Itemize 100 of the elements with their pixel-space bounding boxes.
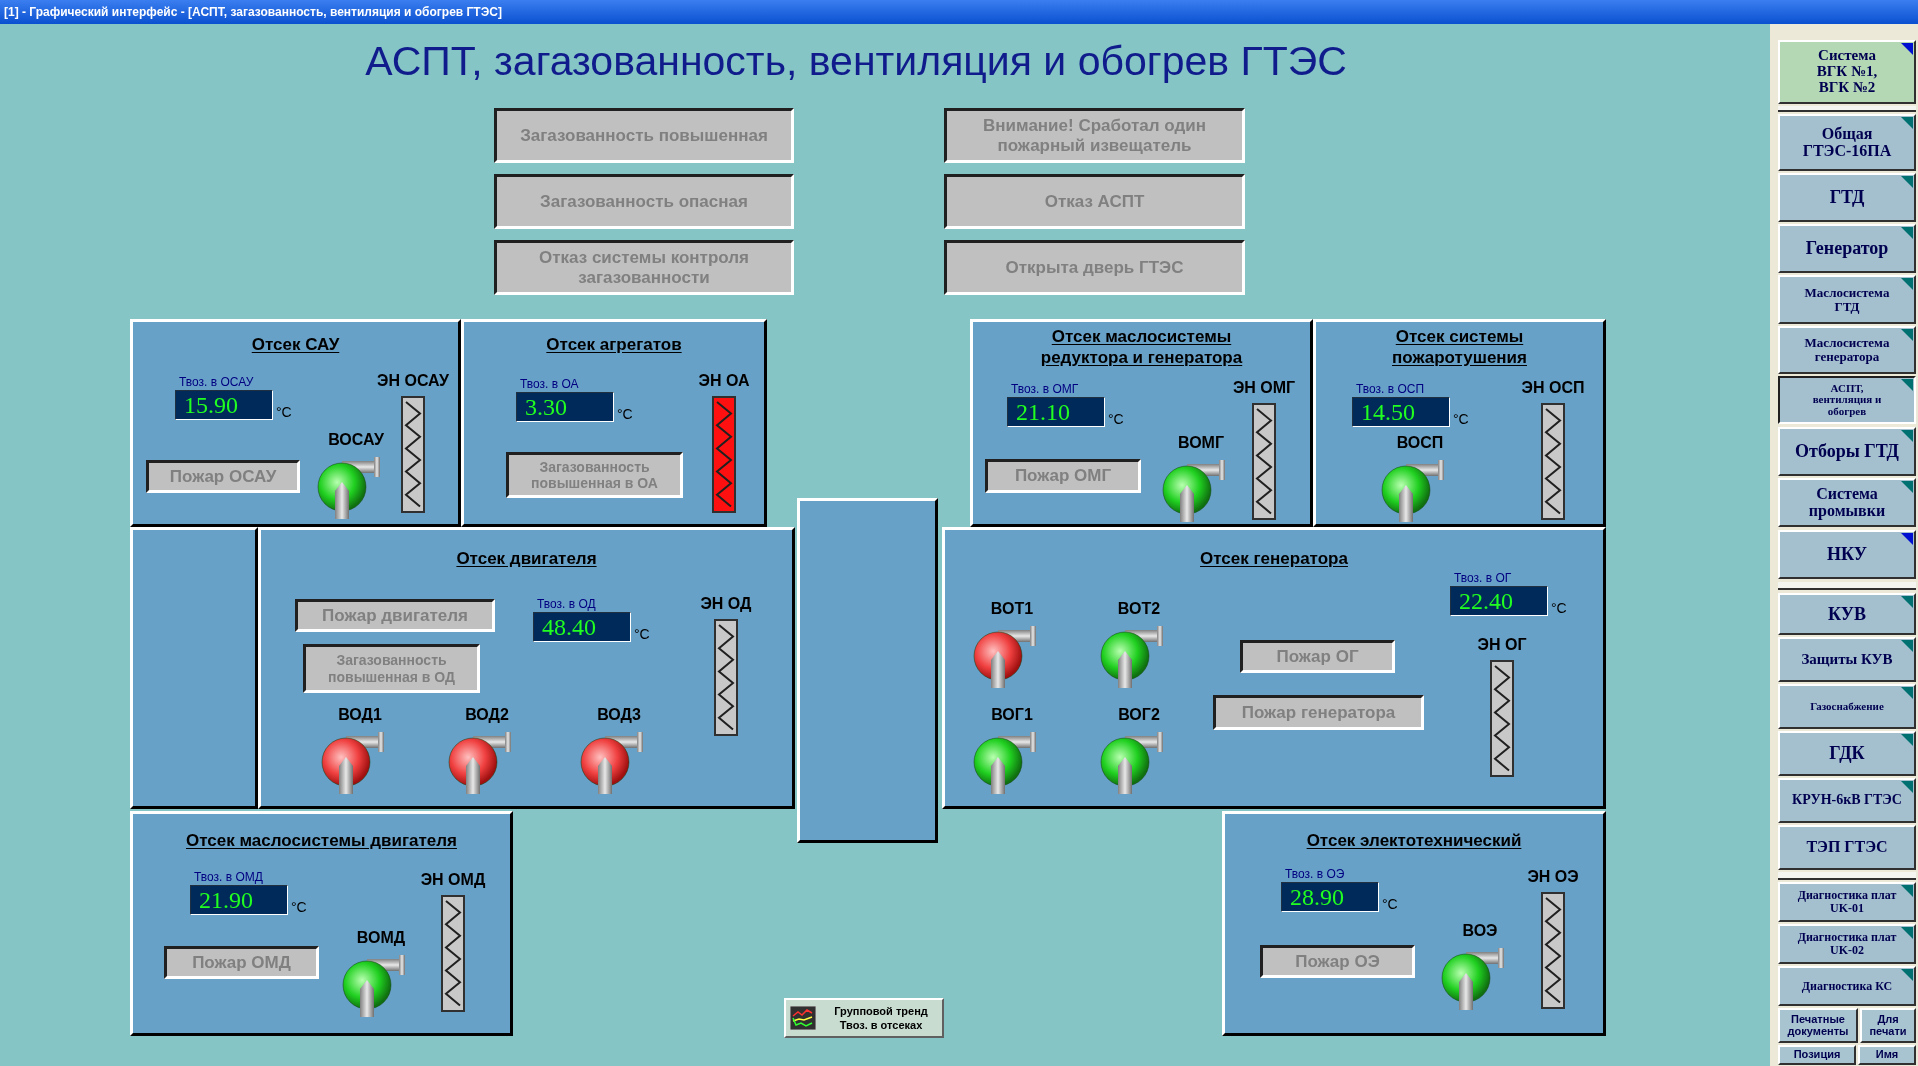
unit-label: °C	[276, 404, 292, 420]
fan-label: ВОМГ	[1178, 433, 1224, 453]
status-indicator: Пожар двигателя	[295, 599, 495, 632]
nav-button: НКУ	[1778, 530, 1916, 579]
empty-panel	[130, 527, 258, 809]
nav-button: АСПТ, вентиляция и обогрев	[1778, 376, 1916, 424]
status-indicator: Пожар ОЭ	[1260, 945, 1415, 978]
unit-label: °C	[291, 899, 307, 915]
trend-button: Групповой тренд Твоз. в отсеках	[784, 998, 944, 1038]
status-indicator: Внимание! Сработал один пожарный извещатель	[944, 108, 1245, 163]
temperature-label: Твоз. в ОЭ	[1285, 866, 1346, 882]
nav-button: Диагностика плат UK-02	[1778, 924, 1916, 964]
status-indicator: Загазованность повышенная в ОА	[506, 452, 683, 498]
temperature-label: Твоз. в ОГ	[1454, 570, 1513, 586]
fan-label: ВОЭ	[1462, 921, 1498, 941]
temperature-readout: 3.30	[516, 392, 614, 422]
compartment-panel	[130, 319, 461, 527]
temperature-readout: 22.40	[1450, 586, 1548, 616]
nav-button: КРУН-6кВ ГТЭС	[1778, 778, 1916, 823]
panel-title: Отсек системы пожаротушения	[1391, 326, 1528, 368]
temperature-label: Твоз. в ОА	[520, 376, 580, 392]
temperature-readout: 28.90	[1281, 882, 1379, 912]
status-indicator: Пожар ОМГ	[985, 459, 1141, 493]
temperature-readout: 15.90	[175, 390, 273, 420]
status-indicator: Пожар ОГ	[1240, 640, 1395, 673]
compartment-panel	[258, 527, 795, 809]
compartment-panel	[970, 319, 1313, 527]
nav-button: Система ВГК №1, ВГК №2	[1778, 40, 1916, 104]
nav-button: Печатные документы	[1778, 1008, 1858, 1043]
empty-panel	[797, 498, 938, 843]
window-title: [1] - Графический интерфейс - [АСПТ, загазованность, вентиляция и обогрев ГТЭС]	[4, 4, 502, 21]
fan-label: ВОСАУ	[328, 430, 384, 450]
fan-label: ВОМД	[356, 928, 406, 948]
heater-label: ЭН ОСАУ	[377, 371, 449, 391]
heater-label: ЭН ОД	[700, 594, 752, 614]
temperature-readout: 21.10	[1007, 397, 1105, 427]
nav-button: Система промывки	[1778, 478, 1916, 527]
compartment-panel	[942, 527, 1606, 809]
temperature-readout: 21.90	[190, 885, 288, 915]
compartment-panel	[1313, 319, 1606, 527]
status-indicator: Пожар ОМД	[164, 946, 319, 979]
temperature-readout: 48.40	[533, 612, 631, 642]
fan-label: ВОТ1	[990, 599, 1034, 619]
fan-label: ВОТ2	[1117, 599, 1161, 619]
nav-button: Маслосистема генератора	[1778, 326, 1916, 374]
page-title: АСПТ, загазованность, вентиляция и обогрев ГТЭС	[365, 37, 1347, 86]
nav-button: Отборы ГТД	[1778, 427, 1916, 476]
fan-label: ВОД2	[465, 705, 509, 725]
fan-label: ВОД1	[338, 705, 382, 725]
unit-label: °C	[1551, 600, 1567, 616]
status-indicator: Загазованность повышенная	[494, 108, 794, 163]
nav-button: Газоснабжение	[1778, 684, 1916, 729]
compartment-panel	[461, 319, 767, 527]
panel-title: Отсек агрегатов	[546, 334, 682, 355]
unit-label: °C	[617, 406, 633, 422]
unit-label: °C	[1108, 411, 1124, 427]
fan-label: ВОД3	[597, 705, 641, 725]
status-indicator: Отказ АСПТ	[944, 174, 1245, 229]
panel-title: Отсек САУ	[251, 334, 340, 355]
temperature-readout: 14.50	[1352, 397, 1450, 427]
temperature-label: Твоз. в ОД	[537, 596, 597, 612]
heater-label: ЭН ОСП	[1521, 378, 1585, 398]
temperature-label: Твоз. в ОСП	[1356, 381, 1426, 397]
nav-button: Имя	[1858, 1045, 1916, 1065]
nav-button: ГДК	[1778, 731, 1916, 776]
nav-button: Диагностика плат UK-01	[1778, 882, 1916, 922]
temperature-label: Твоз. в ОМД	[194, 869, 264, 885]
fan-label: ВОГ2	[1118, 705, 1160, 725]
unit-label: °C	[1453, 411, 1469, 427]
heater-label: ЭН ОМГ	[1232, 378, 1296, 398]
panel-title: Отсек двигателя	[456, 548, 597, 569]
fan-label: ВОСП	[1396, 433, 1444, 453]
panel-title: Отсек маслосистемы двигателя	[186, 830, 457, 851]
nav-button: Защиты КУВ	[1778, 637, 1916, 682]
panel-title: Отсек маслосистемы редуктора и генератора	[1039, 326, 1244, 368]
unit-label: °C	[634, 626, 650, 642]
status-indicator: Отказ системы контроля загазованности	[494, 240, 794, 295]
status-indicator: Открыта дверь ГТЭС	[944, 240, 1245, 295]
heater-label: ЭН ОЭ	[1527, 867, 1579, 887]
panel-title: Отсек генератора	[1200, 548, 1348, 569]
nav-button: ГТД	[1778, 173, 1916, 222]
nav-button: Генератор	[1778, 224, 1916, 273]
fan-label: ВОГ1	[991, 705, 1033, 725]
nav-button: Маслосистема ГТД	[1778, 275, 1916, 324]
nav-button: Позиция	[1778, 1045, 1856, 1065]
status-indicator: Пожар ОСАУ	[146, 460, 300, 493]
compartment-panel	[1222, 811, 1606, 1036]
status-indicator: Загазованность повышенная в ОД	[303, 644, 480, 693]
heater-label: ЭН ОА	[698, 371, 750, 391]
status-indicator: Пожар генератора	[1213, 695, 1424, 730]
heater-label: ЭН ОМД	[420, 870, 486, 890]
heater-label: ЭН ОГ	[1477, 635, 1527, 655]
nav-button: Диагностика КС	[1778, 966, 1916, 1006]
nav-button: Для печати	[1860, 1008, 1916, 1043]
nav-button: ТЭП ГТЭС	[1778, 825, 1916, 870]
temperature-label: Твоз. в ОСАУ	[179, 374, 255, 390]
panel-title: Отсек электотехнический	[1306, 830, 1522, 851]
nav-button: Общая ГТЭС-16ПА	[1778, 114, 1916, 171]
status-indicator: Загазованность опасная	[494, 174, 794, 229]
compartment-panel	[130, 811, 513, 1036]
